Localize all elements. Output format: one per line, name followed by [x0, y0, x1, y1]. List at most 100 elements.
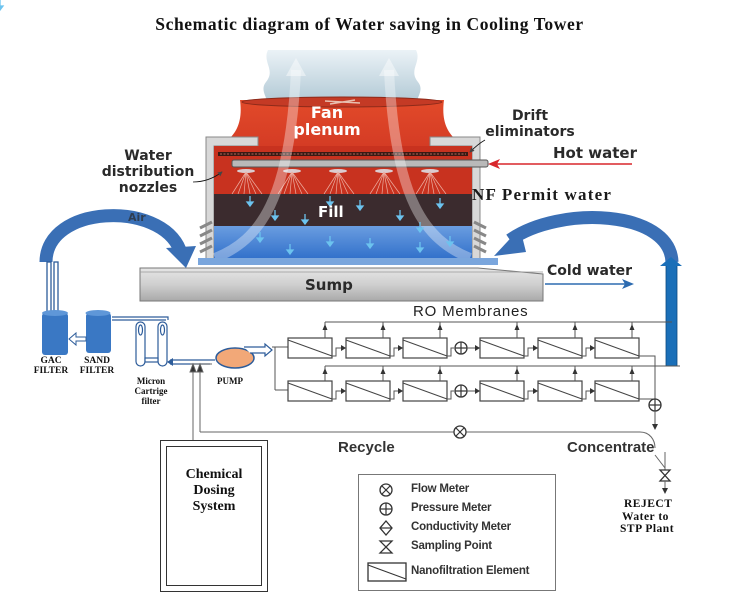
- gac-label-line2: FILTER: [33, 366, 69, 376]
- chemical-dosing-label: Chemical Dosing System: [167, 467, 261, 515]
- element-diagonal: [287, 382, 333, 400]
- ro-membrane-array: [272, 321, 680, 430]
- legend-label: Pressure Meter: [411, 502, 492, 514]
- element-diagonal: [479, 339, 525, 357]
- cold-water-label: Cold water: [547, 263, 633, 279]
- element-diagonal: [594, 382, 640, 400]
- interstage-pipe: [390, 347, 403, 357]
- permeate-arrow-icon: [572, 368, 578, 374]
- sump-label: Sump: [305, 276, 353, 294]
- hot-water-label: Hot water: [553, 144, 637, 162]
- element-diagonal: [402, 339, 448, 357]
- pump-label: PUMP: [217, 376, 243, 386]
- drift-eliminators-label: Drift eliminators: [485, 108, 575, 140]
- interstage-pipe: [447, 347, 454, 357]
- element-diagonal: [594, 339, 640, 357]
- legend-label: Nanofiltration Element: [411, 565, 530, 577]
- fan-plenum-label: Fan plenum: [292, 104, 362, 138]
- sampling-point-icon: [375, 538, 397, 556]
- return-arrow-left: [39, 209, 187, 263]
- permeate-arrow-icon: [437, 368, 443, 374]
- fan-plenum-label-line1: Fan: [310, 103, 344, 122]
- air-flow-arrow: [213, 69, 301, 263]
- flow-arrow-icon: [533, 345, 538, 351]
- fill-label: Fill: [318, 203, 344, 221]
- element-diagonal: [479, 382, 525, 400]
- sump: [139, 267, 544, 302]
- permeate-arrow-icon: [380, 368, 386, 374]
- element-diagonal: [537, 382, 583, 400]
- basin-water: [214, 226, 472, 262]
- flow-arrow-icon: [533, 388, 538, 394]
- legend-item-flow-meter: Flow Meter: [359, 481, 555, 499]
- micron-label-line1: Micron: [136, 376, 166, 386]
- flow-arrow-icon: [341, 388, 346, 394]
- interstage-pipe: [582, 390, 595, 400]
- diagram-title: Schematic diagram of Water saving in Coo…: [155, 14, 584, 34]
- dosing-line3: System: [192, 499, 236, 514]
- micron-filter-label: Micron Cartrige filter: [128, 376, 174, 406]
- legend-label: Sampling Point: [411, 540, 492, 552]
- nozzles-label-line1: Water: [124, 148, 172, 164]
- element-diagonal: [537, 339, 583, 357]
- sand-label-line2: FILTER: [79, 366, 115, 376]
- distribution-pipe: [231, 159, 489, 168]
- gac-filter-tank: [42, 310, 68, 355]
- nozzles-label-line3: nozzles: [118, 180, 178, 196]
- legend-item-nanofiltration-element: Nanofiltration Element: [359, 561, 555, 583]
- flow-arrow-icon: [475, 388, 480, 394]
- concentrate-outlet: [639, 355, 656, 358]
- flow-arrow-icon: [590, 388, 595, 394]
- pump: [215, 347, 255, 369]
- interstage-pipe: [582, 347, 595, 357]
- micron-label-line2: Cartrige: [134, 386, 168, 396]
- permeate-arrow-icon: [629, 368, 635, 374]
- permeate-arrow-icon: [322, 368, 328, 374]
- element-diagonal: [345, 339, 391, 357]
- gac-filter-label: GAC FILTER: [33, 356, 69, 376]
- ro-membranes-label: RO Membranes: [413, 303, 529, 320]
- gac-outlet-pipe: [46, 261, 59, 315]
- flow-arrow-icon: [398, 345, 403, 351]
- nf-permit-water-label: NF Permit water: [472, 185, 613, 204]
- drift-label-line2: eliminators: [485, 124, 575, 140]
- nozzles-label-line2: distribution: [101, 164, 195, 180]
- legend-item-sampling-point: Sampling Point: [359, 538, 555, 556]
- spray-nozzles: [231, 168, 447, 195]
- pressure-meter-icon: [375, 500, 397, 518]
- sand-to-gac-arrow: [68, 331, 87, 347]
- chemical-dosing-system: Chemical Dosing System: [160, 440, 268, 592]
- permeate-arrow-icon: [572, 324, 578, 330]
- nanofiltration-element-icon: [367, 561, 407, 583]
- dosing-lines: [189, 362, 212, 440]
- legend-label: Flow Meter: [411, 483, 470, 495]
- legend-label: Conductivity Meter: [411, 521, 511, 533]
- permeate-return-pipe: [665, 261, 678, 367]
- reject-line1: REJECT: [624, 498, 673, 510]
- sand-filter-tank: [85, 310, 111, 353]
- recycle-flow-meter: [453, 425, 467, 439]
- micron-label-line3: filter: [141, 396, 161, 406]
- legend: Flow Meter Pressure Meter Conductivity M…: [358, 474, 556, 591]
- reject-water-label: REJECT Water to STP Plant: [620, 498, 706, 536]
- sampling-point-valve: [658, 469, 672, 482]
- recycle-label: Recycle: [338, 439, 395, 456]
- sand-label-line1: SAND: [84, 356, 110, 366]
- permeate-arrow-icon: [514, 324, 520, 330]
- flow-arrow-icon: [590, 345, 595, 351]
- flow-arrow-icon: [475, 345, 480, 351]
- water-distribution-nozzles-label: Water distribution nozzles: [98, 148, 198, 196]
- concentrate-label: Concentrate: [567, 439, 655, 456]
- flow-meter-icon: [375, 481, 397, 499]
- permeate-arrow-icon: [629, 324, 635, 330]
- permeate-arrow-icon: [514, 368, 520, 374]
- element-diagonal: [345, 382, 391, 400]
- permeate-arrow-icon: [437, 324, 443, 330]
- interstage-pipe: [390, 390, 403, 400]
- steam-plume: [263, 50, 421, 110]
- element-diagonal: [287, 339, 333, 357]
- concentrate-line: [654, 454, 666, 470]
- water-drop-arrows: [0, 0, 454, 255]
- gac-label-line1: GAC: [40, 356, 62, 366]
